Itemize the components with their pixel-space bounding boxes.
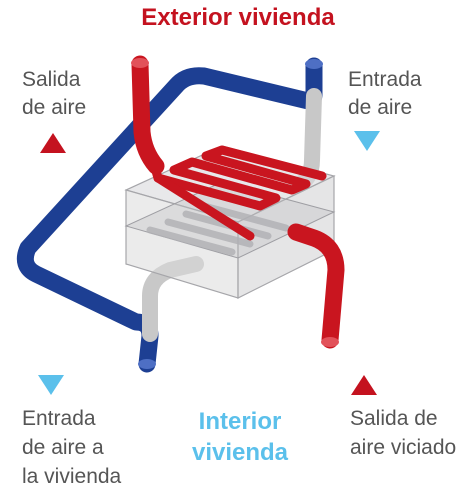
interior-title: Interior vivienda [178, 406, 302, 468]
bottom-right-up-arrow-icon [351, 375, 377, 395]
bottom-left-label-line3: la vivienda [22, 465, 122, 488]
bottom-right-label-line1: Salida de [350, 407, 438, 430]
top-right-down-arrow-icon [354, 131, 380, 151]
bottom-left-label-line1: Entrada [22, 407, 96, 430]
exterior-title: Exterior vivienda [141, 4, 335, 31]
top-right-label-line1: Entrada [348, 68, 422, 91]
blue-pipe-bottom-opening [138, 359, 156, 369]
blue-pipe-top-opening [305, 59, 323, 69]
red-pipe-bottom-opening [321, 337, 339, 347]
bottom-left-label-line2: de aire a [22, 436, 104, 459]
bottom-left-down-arrow-icon [38, 375, 64, 395]
bottom-right-label: Salida de aire viciado [350, 404, 456, 462]
bottom-left-label: Entrada de aire a la vivienda [22, 404, 121, 491]
top-right-label-line2: de aire [348, 96, 413, 119]
top-right-label: Entrada de aire [348, 66, 422, 122]
top-left-label: Salida de aire [22, 66, 86, 122]
red-serpentine-channel [145, 145, 327, 211]
interior-title-line2: vivienda [191, 439, 289, 466]
red-pipe-top-opening [131, 58, 149, 68]
bottom-right-label-line2: aire viciado [350, 436, 457, 459]
red-exhaust-pipe [131, 55, 165, 175]
top-left-label-line2: de aire [22, 96, 87, 119]
top-left-label-line1: Salida [22, 68, 81, 91]
interior-title-line1: Interior [198, 408, 282, 435]
red-channel-exit [153, 173, 255, 241]
red-stale-air-pipe [287, 223, 345, 349]
top-left-up-arrow-icon [40, 133, 66, 153]
